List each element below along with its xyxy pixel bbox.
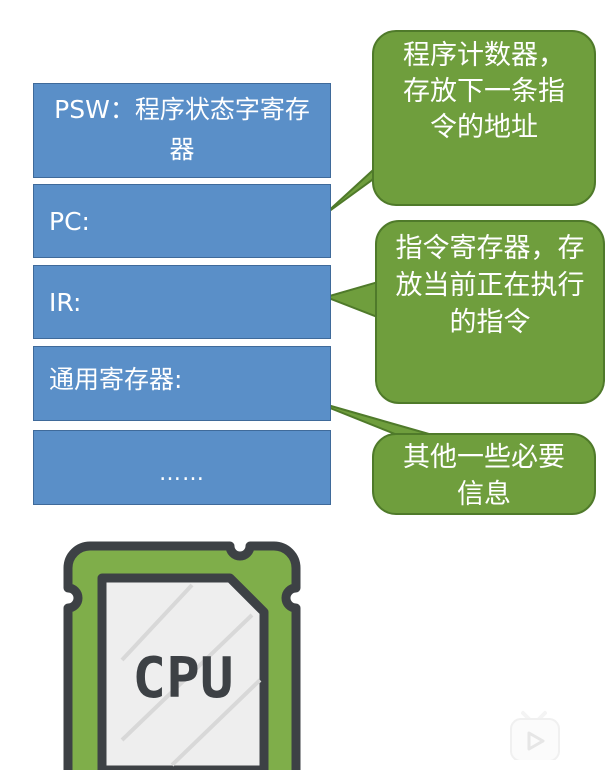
pc-register-box: PC: [33,184,331,258]
psw-register-box: PSW：程序状态字寄存器 [33,83,331,178]
ir-callout-text: 指令寄存器，存放当前正在执行的指令 [395,233,585,338]
cpu-chip-icon: CPU [63,541,301,770]
video-watermark-icon [510,711,560,760]
general-callout-text: 其他一些必要信息 [403,442,565,510]
pc-register-label: PC: [49,207,90,236]
cpu-label: CPU [132,646,233,711]
pc-callout-text: 程序计数器，存放下一条指令的地址 [403,40,565,143]
general-register-label: 通用寄存器: [49,365,183,394]
ir-register-label: IR: [49,288,82,317]
ir-callout: 指令寄存器，存放当前正在执行的指令 [375,220,605,404]
general-register-box: 通用寄存器: [33,346,331,421]
ir-register-box: IR: [33,265,331,339]
general-callout: 其他一些必要信息 [372,433,596,515]
pc-callout: 程序计数器，存放下一条指令的地址 [372,30,596,206]
other-info-label: …… [159,461,205,486]
other-info-box: …… [33,430,331,505]
psw-register-label: PSW：程序状态字寄存器 [54,95,310,164]
